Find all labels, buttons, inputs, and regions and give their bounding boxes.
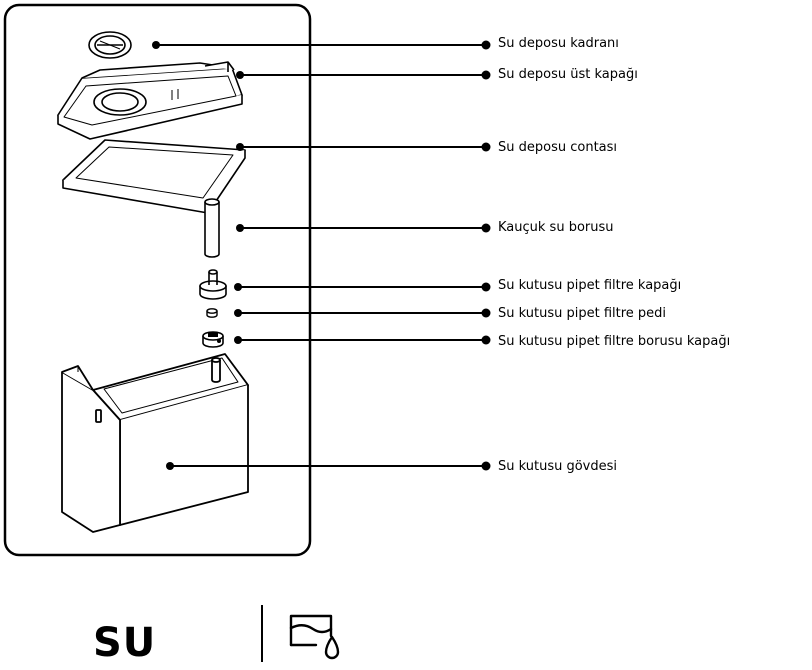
- water-tank-icon: [289, 614, 340, 660]
- label-top-cover: Su deposu üst kapağı: [498, 67, 638, 82]
- filter-cap-part: [199, 269, 227, 300]
- leader-dot: [236, 143, 244, 151]
- leader-dot: [481, 70, 491, 80]
- leader-dot: [481, 335, 491, 345]
- label-filter-cap: Su kutusu pipet filtre kapağı: [498, 278, 681, 293]
- parts-frame: [3, 3, 312, 557]
- leader-dot: [234, 336, 242, 344]
- water-box-body-part: [61, 353, 249, 533]
- filter-pipe-cap-part: [202, 331, 224, 348]
- leader-dot: [481, 461, 491, 471]
- rubber-pipe-part: [204, 198, 220, 258]
- label-gasket: Su deposu contası: [498, 140, 617, 155]
- dial-part: [88, 31, 132, 59]
- label-filter-pad: Su kutusu pipet filtre pedi: [498, 306, 666, 321]
- top-cover-part: [57, 61, 243, 140]
- leader-dot: [152, 41, 160, 49]
- label-dial: Su deposu kadranı: [498, 36, 619, 51]
- gasket-part: [62, 139, 246, 214]
- leader-dot: [166, 462, 174, 470]
- leader-dot: [236, 224, 244, 232]
- filter-pad-part: [206, 308, 218, 318]
- leader-dot: [481, 308, 491, 318]
- section-title: SU: [93, 620, 156, 666]
- leader-dot: [481, 142, 491, 152]
- leader-dot: [481, 223, 491, 233]
- label-filter-pipe-cap: Su kutusu pipet filtre borusu kapağı: [498, 334, 730, 349]
- leader-dot: [481, 282, 491, 292]
- label-water-box-body: Su kutusu gövdesi: [498, 459, 617, 474]
- label-rubber-pipe: Kauçuk su borusu: [498, 220, 614, 235]
- leader-dot: [234, 309, 242, 317]
- leader-dot: [236, 71, 244, 79]
- leader-dot: [481, 40, 491, 50]
- leader-lines: [152, 40, 491, 471]
- leader-dot: [234, 283, 242, 291]
